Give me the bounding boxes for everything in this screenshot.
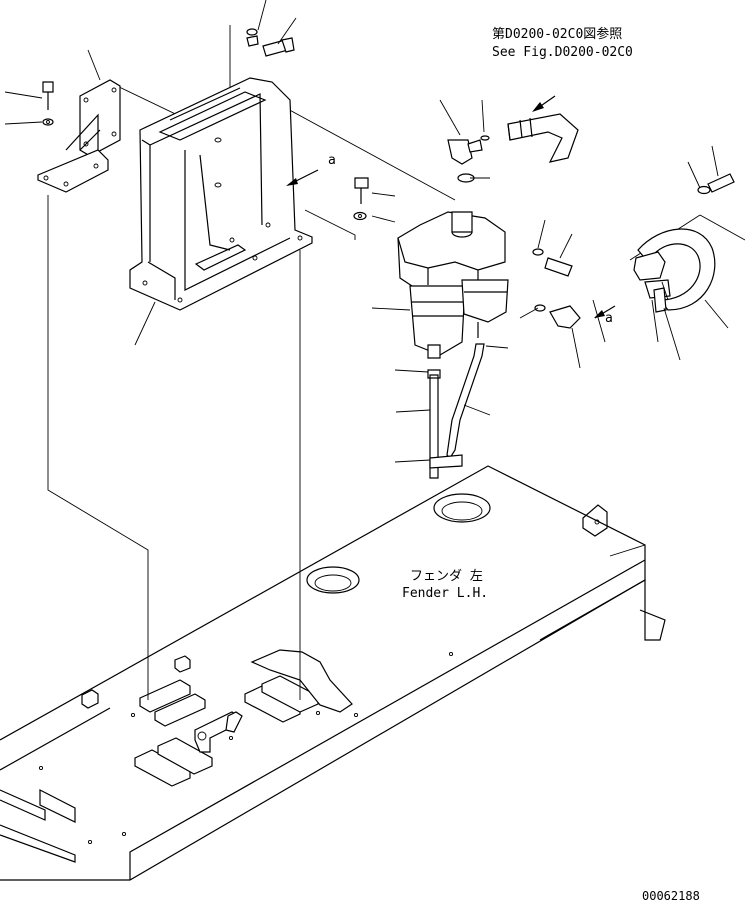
fender-plate [0, 465, 666, 881]
drawing-number: 00062188 [642, 889, 700, 903]
drain-tube [427, 343, 485, 479]
bolt-washer-right [697, 173, 735, 195]
fuel-filter-assembly [397, 135, 581, 359]
reference-label-jp: 第D0200-02C0図参照 [492, 26, 622, 42]
mount-plate [37, 79, 121, 193]
marker-a-right: a [605, 311, 613, 326]
reference-label-en: See Fig.D0200-02C0 [492, 45, 633, 60]
leader-lines [4, 0, 729, 463]
fender-label-en: Fender L.H. [402, 586, 488, 601]
fender-label-jp: フェンダ 左 [410, 569, 483, 584]
bolt-washer-middle [353, 177, 369, 221]
marker-arrows [286, 95, 616, 319]
fuel-hose-top [507, 113, 579, 163]
marker-a-left: a [328, 153, 336, 168]
filter-bracket [129, 28, 313, 311]
fuel-hose-loop [633, 228, 716, 313]
